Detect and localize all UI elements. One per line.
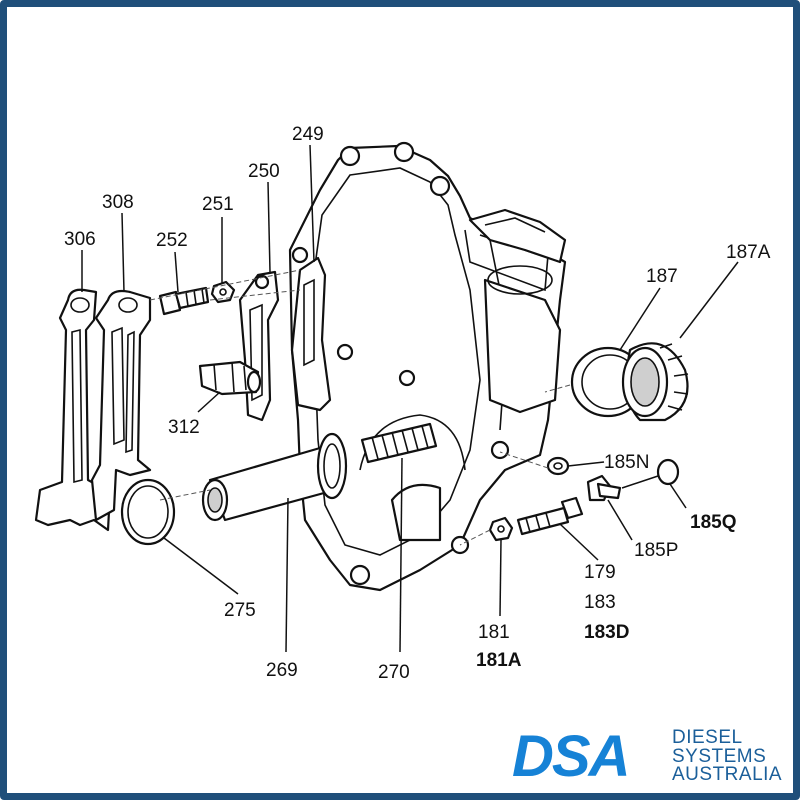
label-185q: 185Q — [690, 512, 736, 533]
stud-270 — [360, 422, 438, 464]
fork-308 — [90, 289, 152, 522]
label-187: 187 — [646, 266, 678, 287]
plate-249 — [290, 256, 332, 412]
bolt-179 — [516, 496, 584, 536]
label-249: 249 — [292, 124, 324, 145]
ring-275 — [120, 478, 176, 546]
logo-line-diesel: DIESEL — [672, 727, 743, 748]
label-270: 270 — [378, 662, 410, 683]
plug-185p — [586, 474, 622, 502]
label-179: 179 — [584, 562, 616, 583]
leader-lines — [81, 144, 739, 653]
assembly-lines — [149, 269, 571, 546]
label-183d: 183D — [584, 622, 629, 643]
label-183: 183 — [584, 592, 616, 613]
logo-line-australia: AUSTRALIA — [672, 764, 782, 785]
label-312: 312 — [168, 417, 200, 438]
pin-312 — [198, 360, 262, 396]
nut-181 — [488, 516, 514, 542]
label-251: 251 — [202, 194, 234, 215]
label-185n: 185N — [604, 452, 649, 473]
dsa-logo: DSA DIESEL SYSTEMS AUSTRALIA — [512, 724, 782, 789]
label-308: 308 — [102, 192, 134, 213]
label-187a: 187A — [726, 242, 771, 263]
label-275: 275 — [224, 600, 256, 621]
part-labels: 249 250 251 252 306 308 312 275 269 270 … — [64, 124, 771, 683]
label-185p: 185P — [634, 540, 678, 561]
label-269: 269 — [266, 660, 298, 681]
label-306: 306 — [64, 229, 96, 250]
clip-185q — [621, 458, 680, 489]
washer-185n — [546, 456, 570, 476]
bolt-252 — [158, 286, 210, 316]
logo-mark: DSA — [512, 724, 628, 789]
label-250: 250 — [248, 161, 280, 182]
logo-line-systems: SYSTEMS — [672, 746, 766, 767]
label-181: 181 — [478, 622, 510, 643]
governor-housing — [288, 141, 567, 592]
label-252: 252 — [156, 230, 188, 251]
cap-187a — [621, 342, 689, 422]
fork-306 — [34, 288, 112, 532]
label-181a: 181A — [476, 650, 522, 671]
